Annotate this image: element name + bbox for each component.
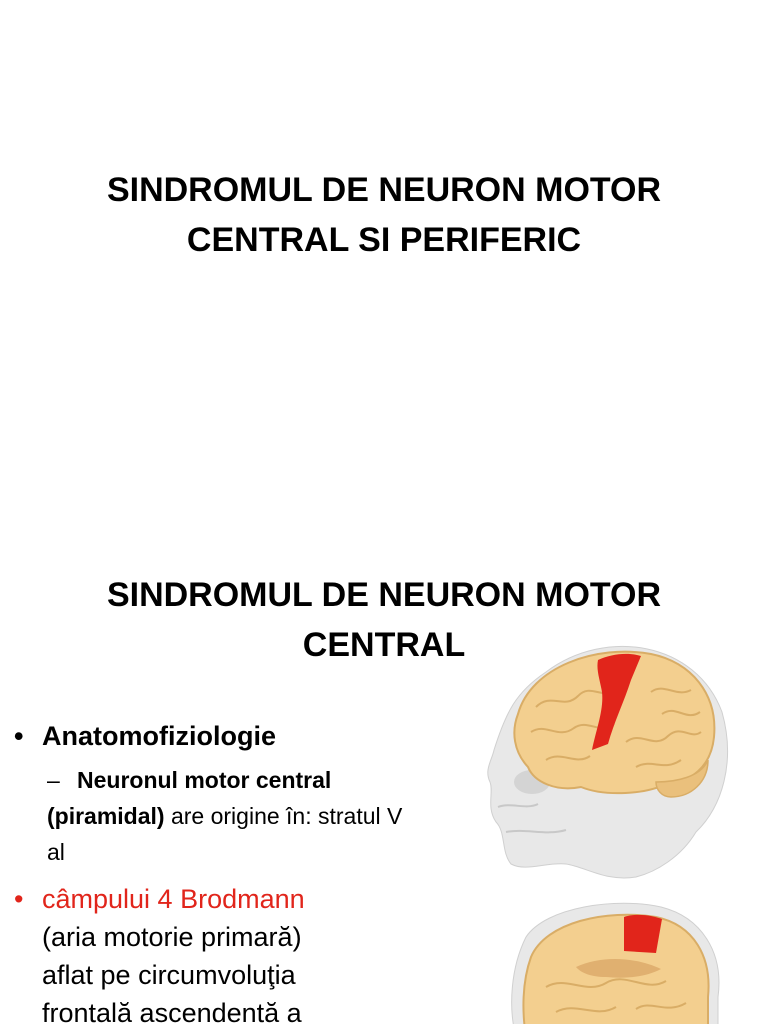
sub-bullet-rest: are origine în: stratul V al <box>47 803 403 865</box>
title-line-1: SINDROMUL DE NEURON MOTOR <box>106 171 662 209</box>
brain-skull-illustration <box>487 645 728 879</box>
title-line-2: CENTRAL SI PERIFERIC <box>186 221 582 259</box>
bullet-line-2: (aria motorie primară) <box>42 922 302 952</box>
slide-content: SINDROMUL DE NEURON MOTOR CENTRAL • Anato… <box>0 512 768 1024</box>
sub-bullet-dash: – <box>47 767 60 793</box>
slide-1-title: SINDROMUL DE NEURON MOTOR CENTRAL SI PER… <box>40 165 728 265</box>
bullet-anatomofiziologie: • Anatomofiziologie <box>14 718 276 754</box>
title-line-2: CENTRAL <box>302 626 466 664</box>
bullet-brodmann: • câmpului 4 Brodmann (aria motorie prima… <box>14 880 454 1024</box>
sub-bullet-bold: Neuronul motor central (piramidal) <box>47 767 332 829</box>
bullet-text: Anatomofiziologie <box>42 721 276 751</box>
title-line-1: SINDROMUL DE NEURON MOTOR <box>106 576 662 614</box>
sub-bullet-neuron: –Neuronul motor central (piramidal) are … <box>47 762 407 870</box>
bullet-line-3: aflat pe circumvoluţia <box>42 960 296 990</box>
bullet-dot: • <box>14 721 24 751</box>
bullet-line-4: frontală ascendentă a <box>42 998 302 1024</box>
brain-sagittal-illustration <box>511 902 720 1024</box>
bullet-dot-red: • <box>14 884 24 914</box>
slide-2-title: SINDROMUL DE NEURON MOTOR CENTRAL <box>40 570 728 670</box>
slide-title: SINDROMUL DE NEURON MOTOR CENTRAL SI PER… <box>40 165 728 265</box>
bullet-red-text: câmpului 4 Brodmann <box>42 884 305 914</box>
